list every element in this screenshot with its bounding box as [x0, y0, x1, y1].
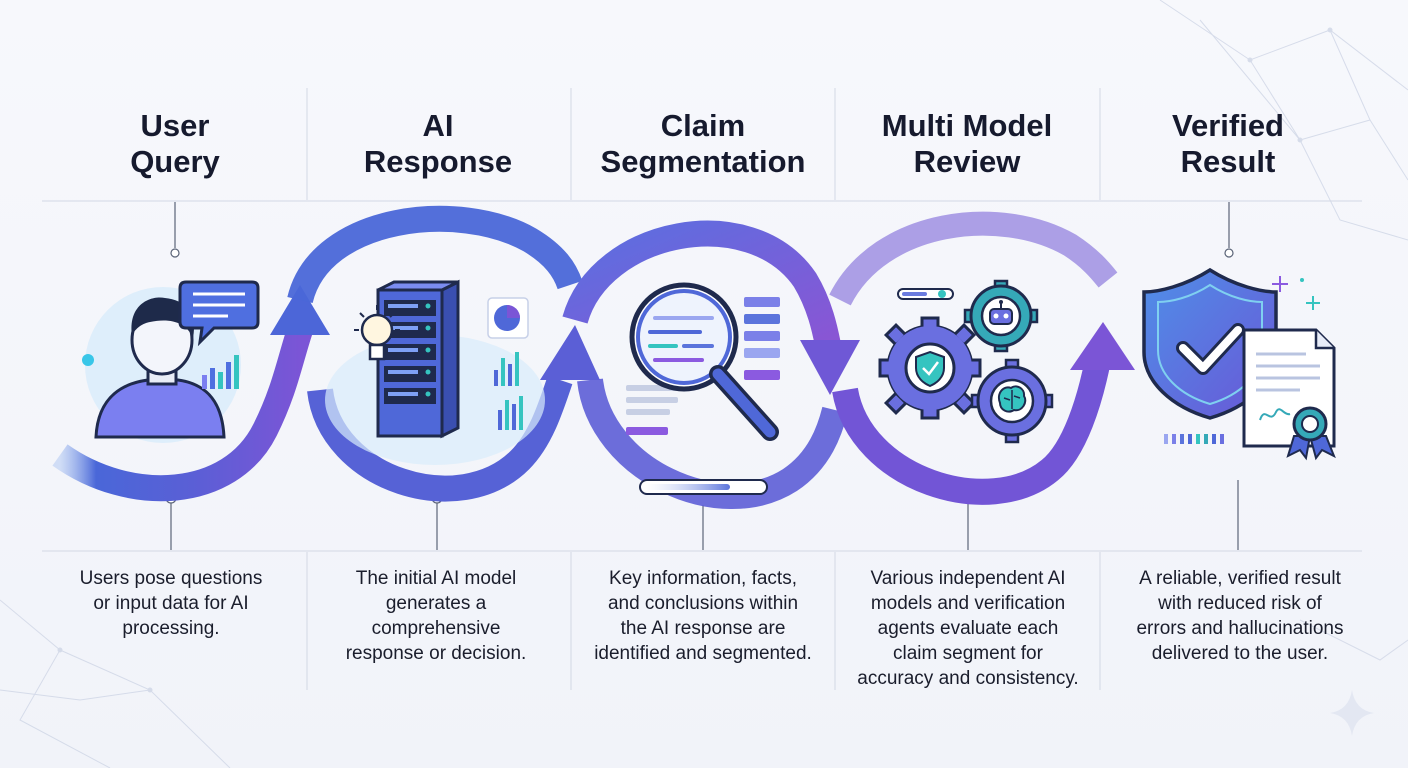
gears-robot-brain-icon	[878, 279, 1054, 444]
shield-check-certificate-icon	[1142, 267, 1336, 461]
step-description-verified-result: A reliable, verified result with reduced…	[1136, 568, 1344, 664]
step-title-claim-segmentation: Claim Segmentation	[600, 108, 806, 179]
step-title-user-query: User Query	[130, 108, 220, 179]
step-description-ai-response: The initial AI model generates a compreh…	[345, 568, 527, 664]
step-description-user-query: Users pose questions or input data for A…	[79, 568, 263, 639]
step-description-claim-segmentation: Key information, facts, and conclusions …	[594, 568, 812, 664]
step-title-multi-model-review: Multi Model Review	[881, 108, 1053, 179]
step-description-multi-model-review: Various independent AI models and verifi…	[857, 568, 1079, 689]
user-speech-bubble-icon	[82, 280, 260, 443]
server-lightbulb-icon	[325, 279, 545, 465]
sparkle-icon	[1330, 690, 1374, 736]
step-title-verified-result: Verified Result	[1172, 108, 1284, 179]
magnifier-document-icon	[626, 282, 780, 495]
step-title-ai-response: AI Response	[363, 108, 513, 179]
